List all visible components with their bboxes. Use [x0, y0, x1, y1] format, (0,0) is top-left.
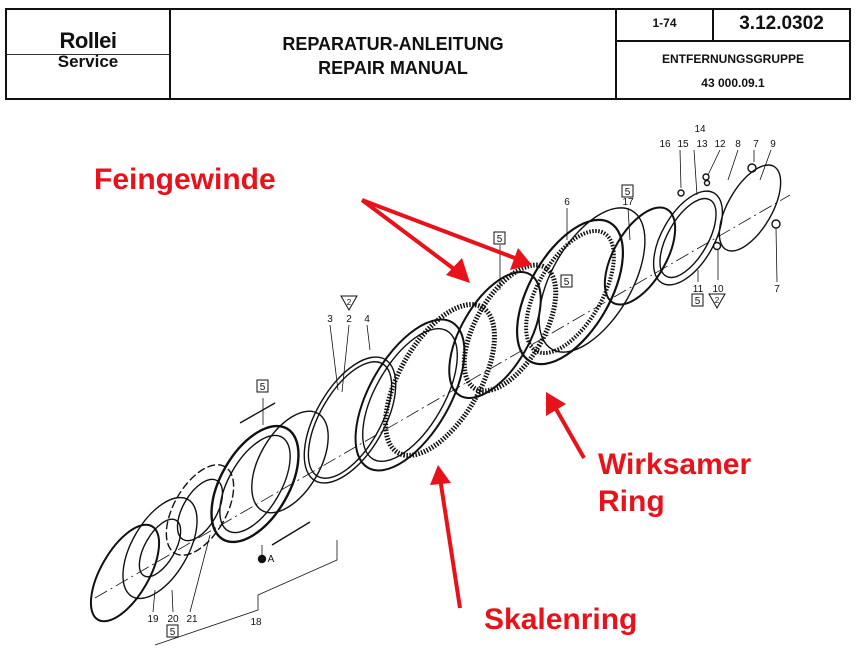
- label-part-17: 17: [622, 197, 634, 208]
- part-4-scale-ring: [354, 302, 497, 472]
- part-5-threaded-tube: [210, 402, 329, 546]
- label-part-4: 4: [364, 314, 370, 325]
- group-code: 43 000.09.1: [701, 76, 765, 90]
- part-6-focus-ring: [515, 207, 646, 366]
- document-number: 3.12.0302: [739, 13, 824, 34]
- logo-subtitle: Service: [57, 52, 119, 71]
- logo-divider: [7, 54, 169, 55]
- svg-text:2: 2: [347, 298, 352, 307]
- part-7-screw-lower: [771, 219, 781, 229]
- svg-text:5: 5: [564, 277, 570, 288]
- part-3-ring: [303, 356, 397, 484]
- label-part-20: 20: [167, 614, 179, 625]
- label-part-21: 21: [186, 614, 198, 625]
- title-box: REPARATUR-ANLEITUNG REPAIR MANUAL: [169, 8, 617, 100]
- arrow-feingewinde-1: [360, 198, 464, 277]
- part-20-plate: [122, 496, 198, 600]
- label-part-13: 13: [696, 139, 708, 150]
- label-point-a: A: [268, 554, 275, 565]
- arrow-skalenring: [438, 477, 462, 609]
- label-part-16: 16: [659, 139, 671, 150]
- doc-info-box: 1-74 3.12.0302 ENTFERNUNGSGRUPPE 43 000.…: [615, 8, 851, 100]
- arrow-feingewinde-2: [361, 198, 521, 262]
- svg-text:5: 5: [497, 234, 503, 245]
- doc-info-divider: [712, 10, 714, 40]
- label-part-14: 14: [694, 124, 706, 135]
- title-german: REPARATUR-ANLEITUNG: [282, 34, 504, 54]
- logo-box: Rollei Service: [5, 8, 171, 100]
- label-wirksamer: Wirksamer: [598, 448, 752, 481]
- doc-info-top-row: [617, 10, 849, 42]
- arrow-head-2: [510, 248, 532, 270]
- part-10-screw: [712, 241, 722, 251]
- label-part-11: 11: [693, 284, 704, 295]
- label-part-18: 18: [250, 617, 262, 628]
- label-part-7-lower: 7: [774, 284, 780, 295]
- label-part-2: 2: [346, 314, 352, 325]
- label-part-12: 12: [714, 139, 726, 150]
- label-ring: Ring: [598, 485, 665, 518]
- label-part-3: 3: [327, 314, 333, 325]
- label-part-15: 15: [677, 139, 689, 150]
- label-feingewinde: Feingewinde: [94, 163, 276, 196]
- part-13-washer: [703, 179, 711, 187]
- label-part-7: 7: [753, 139, 759, 150]
- part-16-washer: [677, 189, 685, 197]
- point-a-marker: [257, 554, 267, 564]
- part-17-ring: [603, 206, 677, 306]
- leader-lines: [152, 149, 778, 646]
- annotation-arrows: [360, 198, 586, 609]
- part-5-active-ring: [448, 262, 559, 399]
- svg-text:5: 5: [170, 627, 176, 638]
- label-part-10: 10: [712, 284, 724, 295]
- part-9-cover: [718, 164, 782, 252]
- optical-axis: [94, 194, 791, 599]
- arrow-head-1: [446, 258, 470, 283]
- tri2-markers: 2 2: [340, 293, 726, 312]
- arrow-head-3: [546, 392, 566, 416]
- label-skalenring: Skalenring: [484, 603, 638, 636]
- group-name: ENTFERNUNGSGRUPPE: [661, 52, 804, 66]
- svg-text:2: 2: [715, 296, 720, 305]
- date-code: 1-74: [652, 16, 677, 30]
- part-19-circlip: [89, 523, 161, 623]
- arrow-wirksamer-ring: [550, 401, 586, 459]
- svg-text:5: 5: [625, 187, 631, 198]
- arrow-head-4: [430, 465, 451, 485]
- label-part-8: 8: [735, 139, 741, 150]
- label-part-19: 19: [147, 614, 159, 625]
- svg-text:5: 5: [695, 296, 701, 307]
- label-part-6: 6: [564, 197, 570, 208]
- svg-text:5: 5: [260, 382, 266, 393]
- label-part-9: 9: [770, 139, 776, 150]
- logo-brand: Rollei: [59, 28, 117, 53]
- part-11-mount-plate: [652, 190, 724, 286]
- part-7-screw: [747, 163, 757, 173]
- title-english: REPAIR MANUAL: [318, 58, 468, 78]
- box5-markers: 5 5 5 5 5 5: [166, 184, 704, 638]
